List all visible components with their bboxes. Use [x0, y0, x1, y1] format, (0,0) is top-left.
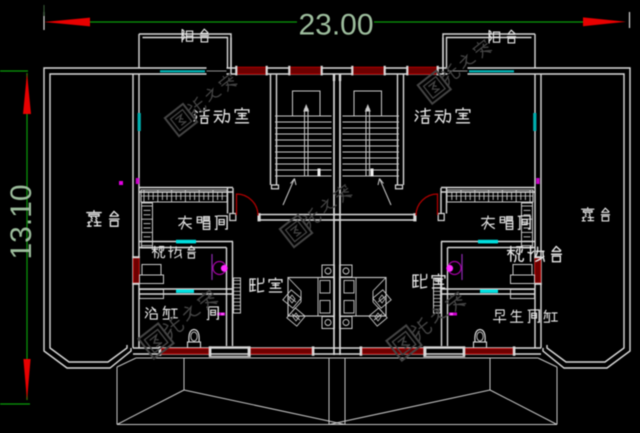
- svg-text:13.10: 13.10: [5, 184, 38, 259]
- svg-text:23.00: 23.00: [298, 9, 373, 42]
